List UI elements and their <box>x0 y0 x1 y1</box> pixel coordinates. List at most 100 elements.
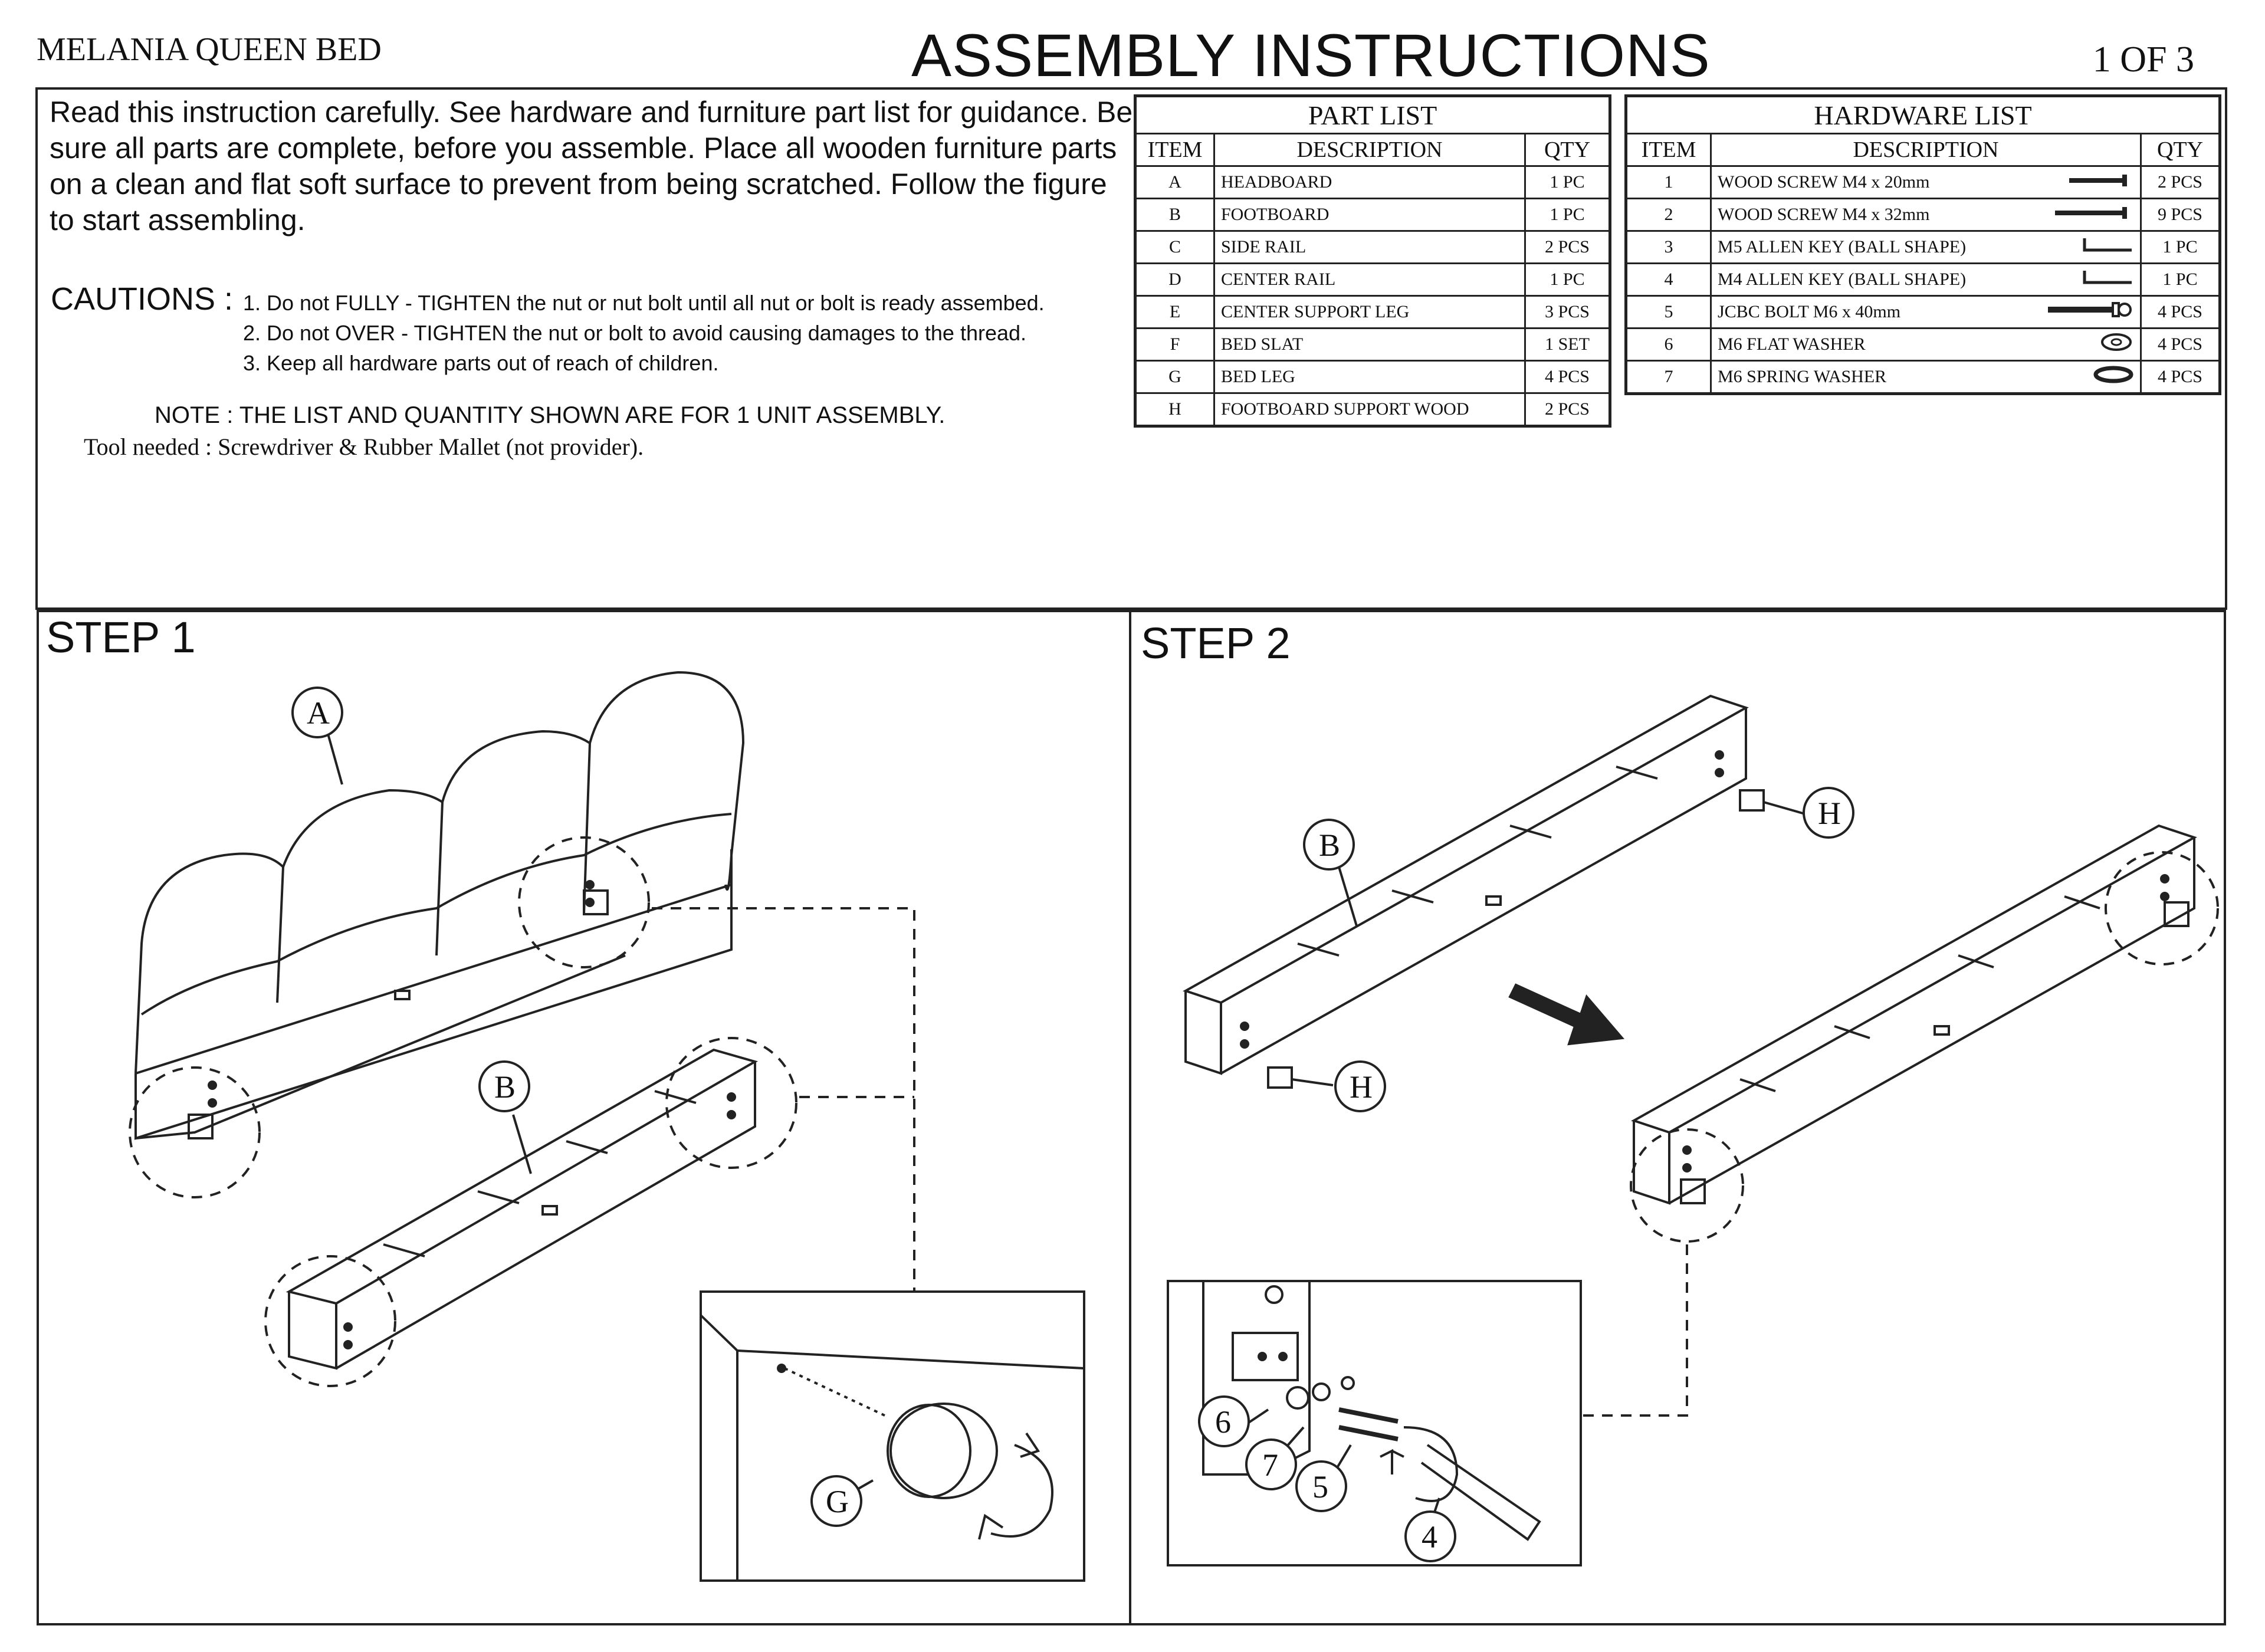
hardware-item-cell: 3 <box>1625 230 1712 264</box>
short-screw-icon <box>2040 165 2142 199</box>
caution-item: 1. Do not FULLY - TIGHTEN the nut or nut… <box>243 291 1045 315</box>
column-header: QTY <box>2140 133 2221 167</box>
callout-label-g: G <box>826 1484 849 1519</box>
callout-label-4: 4 <box>1422 1519 1437 1555</box>
cautions-title: CAUTIONS : <box>51 281 234 317</box>
hardware-qty-cell: 1 PC <box>2140 262 2221 297</box>
hardware-description-cell: WOOD SCREW M4 x 20mm <box>1710 165 2040 199</box>
part-item-cell: D <box>1134 262 1215 297</box>
part-item-cell: C <box>1134 230 1215 264</box>
hardware-qty-cell: 9 PCS <box>2140 198 2221 232</box>
product-name: MELANIA QUEEN BED <box>37 31 382 68</box>
part-description-cell: CENTER SUPPORT LEG <box>1213 295 1526 329</box>
hardware-description-cell: WOOD SCREW M4 x 32mm <box>1710 198 2040 232</box>
page-number: 1 OF 3 <box>2092 40 2194 80</box>
hardware-item-cell: 6 <box>1625 327 1712 362</box>
part-description-cell: HEADBOARD <box>1213 165 1526 199</box>
part-qty-cell: 1 PC <box>1524 165 1611 199</box>
callout-label-b2: B <box>1319 827 1341 863</box>
intro-text: Read this instruction carefully. See har… <box>50 96 1133 237</box>
part-qty-cell: 1 SET <box>1524 327 1611 362</box>
callout-label-b: B <box>494 1069 516 1105</box>
step-divider <box>1129 610 1131 1625</box>
hardware-list-caption: HARDWARE LIST <box>1625 95 2221 134</box>
side-rail-drawing <box>1581 824 2219 1417</box>
hardware-item-cell: 4 <box>1625 262 1712 297</box>
note-text: NOTE : THE LIST AND QUANTITY SHOWN ARE F… <box>155 402 946 428</box>
part-item-cell: H <box>1134 392 1215 427</box>
part-item-cell: F <box>1134 327 1215 362</box>
part-qty-cell: 3 PCS <box>1524 295 1611 329</box>
callout-label-h2: H <box>1350 1069 1373 1105</box>
hardware-qty-cell: 4 PCS <box>2140 360 2221 395</box>
column-header: ITEM <box>1625 133 1712 167</box>
hardware-item-cell: 2 <box>1625 198 1712 232</box>
part-qty-cell: 2 PCS <box>1524 230 1611 264</box>
part-description-cell: SIDE RAIL <box>1213 230 1526 264</box>
hardware-qty-cell: 2 PCS <box>2140 165 2221 199</box>
part-description-cell: BED LEG <box>1213 360 1526 394</box>
part-qty-cell: 2 PCS <box>1524 392 1611 427</box>
hardware-item-cell: 1 <box>1625 165 1712 199</box>
page-title: ASSEMBLY INSTRUCTIONS <box>911 22 1711 89</box>
step1-title: STEP 1 <box>46 613 196 662</box>
flat-washer-icon <box>2040 327 2142 362</box>
hardware-qty-cell: 4 PCS <box>2140 327 2221 362</box>
callout-label-h: H <box>1818 796 1841 831</box>
part-item-cell: G <box>1134 360 1215 394</box>
part-qty-cell: 4 PCS <box>1524 360 1611 394</box>
caution-item: 2. Do not OVER - TIGHTEN the nut or bolt… <box>243 321 1027 345</box>
callout-label-5: 5 <box>1312 1469 1328 1505</box>
part-qty-cell: 1 PC <box>1524 198 1611 232</box>
hardware-description-cell: M6 FLAT WASHER <box>1710 327 2040 362</box>
tool-text: Tool needed : Screwdriver & Rubber Malle… <box>84 433 644 460</box>
part-description-cell: FOOTBOARD <box>1213 198 1526 232</box>
part-description-cell: FOOTBOARD SUPPORT WOOD <box>1213 392 1526 427</box>
part-item-cell: E <box>1134 295 1215 329</box>
part-list-caption: PART LIST <box>1134 95 1611 134</box>
callout-label-7: 7 <box>1262 1447 1278 1483</box>
step1-detail-box <box>700 1290 1085 1582</box>
steps-frame <box>37 610 2226 1625</box>
hardware-description-cell: M5 ALLEN KEY (BALL SHAPE) <box>1710 230 2040 264</box>
info-frame <box>35 87 2227 610</box>
cautions-list: 1. Do not FULLY - TIGHTEN the nut or nut… <box>243 288 1045 378</box>
step2-title: STEP 2 <box>1141 619 1291 668</box>
callout-label-6: 6 <box>1215 1404 1231 1440</box>
spring-washer-icon <box>2040 360 2142 395</box>
caution-item: 3. Keep all hardware parts out of reach … <box>243 351 719 375</box>
allen-key-icon <box>2040 230 2142 264</box>
direction-arrow <box>1508 983 1624 1046</box>
headboard-drawing <box>129 671 915 1292</box>
part-description-cell: CENTER RAIL <box>1213 262 1526 297</box>
callout-label-a: A <box>307 695 330 731</box>
bolt-icon <box>2040 295 2142 329</box>
hardware-item-cell: 5 <box>1625 295 1712 329</box>
hardware-qty-cell: 1 PC <box>2140 230 2221 264</box>
footboard-drawing <box>264 1037 914 1387</box>
part-item-cell: B <box>1134 198 1215 232</box>
hardware-description-cell: M6 SPRING WASHER <box>1710 360 2040 395</box>
hardware-qty-cell: 4 PCS <box>2140 295 2221 329</box>
part-item-cell: A <box>1134 165 1215 199</box>
allen-key-icon <box>2040 262 2142 297</box>
part-description-cell: BED SLAT <box>1213 327 1526 362</box>
hardware-description-cell: M4 ALLEN KEY (BALL SHAPE) <box>1710 262 2040 297</box>
long-screw-icon <box>2040 198 2142 232</box>
part-qty-cell: 1 PC <box>1524 262 1611 297</box>
